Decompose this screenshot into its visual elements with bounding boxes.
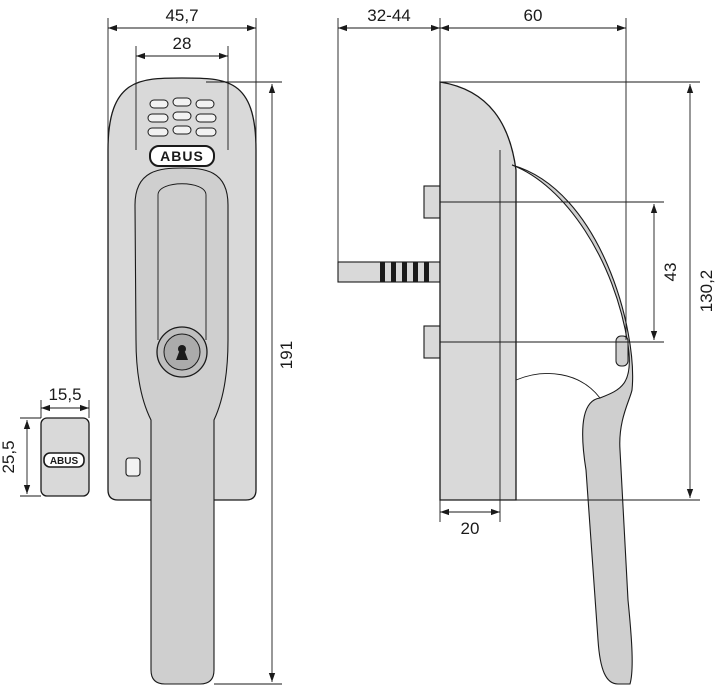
dim-label-15-5: 15,5 [48, 385, 81, 404]
key-logo-badge [43, 452, 85, 468]
dim-front-height: 191 [206, 81, 296, 685]
dim-front-outer: 45,7 [107, 6, 257, 150]
dim-side-screws: 43 [440, 201, 680, 343]
dim-side-spindle: 32-44 [337, 6, 441, 262]
dim-key-height: 25,5 [0, 417, 41, 497]
dim-front-inner: 28 [135, 34, 229, 150]
dim-label-20: 20 [461, 519, 480, 538]
dim-label-60: 60 [524, 6, 543, 25]
side-handle-neck [515, 373, 601, 399]
vent-slots [147, 97, 217, 137]
dim-label-45-7: 45,7 [165, 6, 198, 25]
dim-label-191: 191 [277, 341, 296, 369]
side-release-tab [615, 335, 629, 367]
dim-label-28: 28 [173, 34, 192, 53]
dim-label-43: 43 [661, 263, 680, 282]
keyhole-icon [178, 345, 186, 353]
side-view [337, 81, 634, 685]
side-screw-bottom [423, 325, 441, 359]
front-logo-badge [149, 145, 215, 167]
key-view: ABUS [40, 417, 90, 497]
spindle-grooves [380, 262, 429, 282]
dim-side-depth: 60 [440, 6, 627, 340]
front-handle-channel [157, 183, 207, 330]
side-base-plate [439, 81, 517, 501]
front-logo-text: ABUS [160, 148, 204, 164]
front-view: ABUS [107, 77, 257, 685]
dim-label-32-44: 32-44 [367, 6, 410, 25]
front-small-slot [125, 457, 141, 477]
dim-key-width: 15,5 [40, 385, 90, 418]
dim-side-height: 130,2 [440, 81, 716, 501]
side-screw-top [423, 185, 441, 219]
key-logo-text: ABUS [50, 456, 79, 467]
dim-label-25-5: 25,5 [0, 440, 18, 473]
dim-side-base: 20 [439, 500, 501, 538]
side-handle [511, 164, 634, 685]
dim-label-130-2: 130,2 [697, 270, 716, 313]
